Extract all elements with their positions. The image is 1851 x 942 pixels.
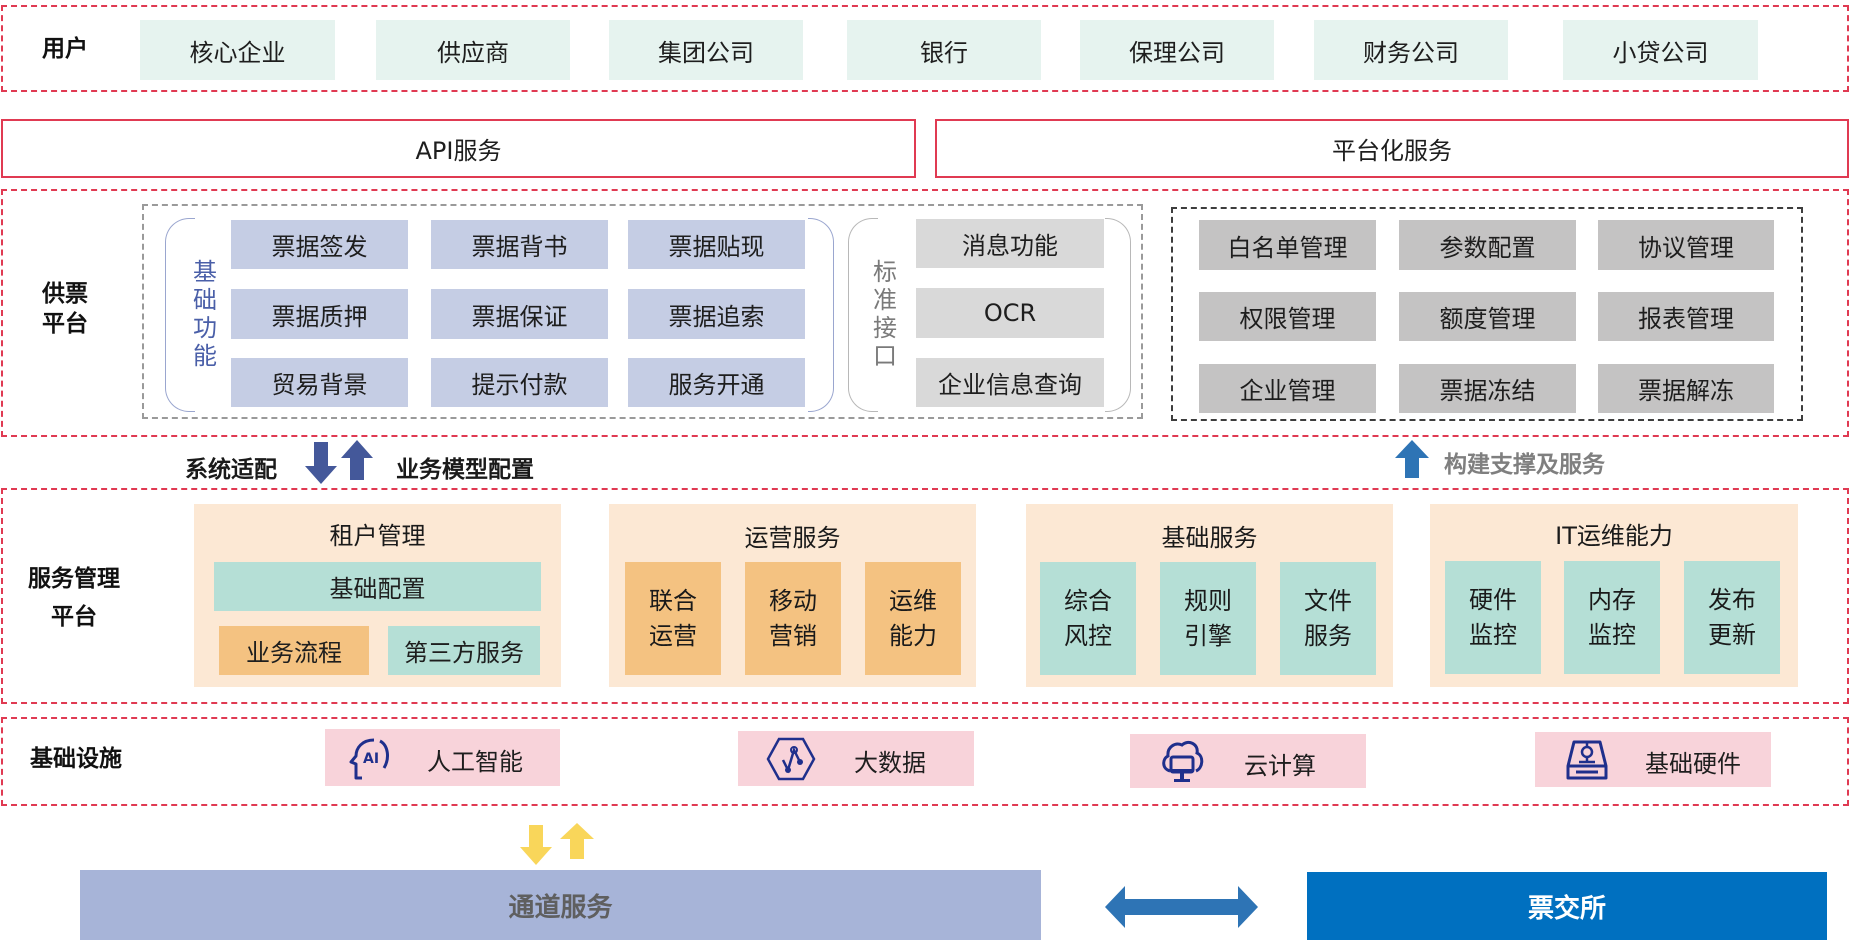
it-ops-item[interactable]: 硬件 监控 — [1445, 561, 1541, 674]
basic-service-item[interactable]: 综合 风控 — [1040, 562, 1136, 675]
management-item[interactable]: 权限管理 — [1199, 292, 1376, 341]
service-management-label-line2: 平台 — [51, 604, 97, 630]
basic-functions-title: 基础功能 — [188, 259, 217, 371]
basic-function-item[interactable]: 票据质押 — [231, 289, 408, 339]
infra-chip-cloud-label: 云计算 — [1244, 752, 1316, 780]
it-ops-item[interactable]: 发布 更新 — [1684, 561, 1780, 674]
basic-function-item[interactable]: 票据签发 — [231, 220, 408, 269]
basic-function-item[interactable]: 服务开通 — [628, 358, 805, 407]
infra-chip-ai[interactable]: AI 人工智能 — [325, 729, 560, 786]
infra-chip-hardware-label: 基础硬件 — [1645, 750, 1741, 778]
infrastructure-layer — [1, 717, 1849, 806]
ticket-platform-layer — [1, 189, 1849, 437]
basic-service-item[interactable]: 文件 服务 — [1280, 562, 1376, 675]
ticket-platform-label: 供票 平台 — [30, 280, 100, 340]
standard-interface-title: 标准接口 — [868, 259, 897, 371]
basic-function-item[interactable]: 提示付款 — [431, 358, 608, 407]
operation-service-item[interactable]: 运维 能力 — [865, 562, 961, 675]
infra-chip-hardware[interactable]: 基础硬件 — [1535, 732, 1771, 787]
build-support-label: 构建支撑及服务 — [1444, 452, 1605, 478]
up-arrow-icon — [341, 440, 373, 480]
svg-text:AI: AI — [363, 751, 379, 767]
management-item[interactable]: 参数配置 — [1399, 220, 1576, 270]
it-ops-title: IT运维能力 — [1555, 521, 1673, 550]
operation-service-title: 运营服务 — [744, 523, 841, 552]
management-item[interactable]: 报表管理 — [1598, 292, 1774, 341]
business-model-label: 业务模型配置 — [396, 457, 534, 483]
system-adapt-label: 系统适配 — [185, 457, 277, 483]
it-ops-item[interactable]: 内存 监控 — [1564, 561, 1660, 674]
operation-service-item[interactable]: 移动 营销 — [745, 562, 841, 675]
yellow-up-arrow-icon — [560, 823, 594, 859]
user-chip-core-enterprise[interactable]: 核心企业 — [140, 20, 335, 80]
management-container — [1171, 207, 1803, 421]
functions-container — [142, 204, 1143, 419]
basic-function-item[interactable]: 票据追索 — [628, 289, 805, 339]
ticket-platform-label-line2: 平台 — [42, 310, 88, 337]
third-party-service-box[interactable]: 第三方服务 — [388, 626, 540, 675]
infra-chip-big-data-label: 大数据 — [854, 749, 926, 777]
infra-chip-cloud[interactable]: 云计算 — [1130, 734, 1366, 788]
platform-service-box[interactable]: 平台化服务 — [935, 119, 1849, 178]
ticket-exchange-box[interactable]: 票交所 — [1307, 872, 1827, 940]
user-chip-finance-company[interactable]: 财务公司 — [1314, 20, 1508, 80]
basic-function-item[interactable]: 票据保证 — [431, 289, 608, 339]
management-item[interactable]: 协议管理 — [1598, 220, 1774, 270]
service-management-layer — [1, 488, 1849, 704]
ticket-platform-label-line1: 供票 — [42, 281, 88, 307]
user-chip-group-company[interactable]: 集团公司 — [609, 20, 803, 80]
user-chip-supplier[interactable]: 供应商 — [376, 20, 570, 80]
cloud-monitor-icon — [1162, 740, 1204, 782]
basic-service-title: 基础服务 — [1161, 523, 1258, 552]
yellow-down-arrow-icon — [520, 825, 552, 865]
service-management-label: 服务管理 平台 — [14, 560, 134, 636]
channel-service-box[interactable]: 通道服务 — [80, 870, 1041, 940]
hexagon-chart-icon — [766, 737, 816, 781]
service-management-label-line1: 服务管理 — [28, 566, 120, 592]
basic-function-item[interactable]: 贸易背景 — [231, 358, 408, 407]
basic-service-item[interactable]: 规则 引擎 — [1160, 562, 1256, 675]
basic-function-item[interactable]: 票据贴现 — [628, 220, 805, 269]
management-item[interactable]: 额度管理 — [1399, 292, 1576, 341]
basic-functions-bracket-right — [808, 218, 834, 412]
standard-interface-bracket-right — [1105, 218, 1131, 412]
business-process-box[interactable]: 业务流程 — [219, 626, 369, 675]
user-chip-bank[interactable]: 银行 — [847, 20, 1041, 80]
operation-service-item[interactable]: 联合 运营 — [625, 562, 721, 675]
users-layer-label: 用户 — [42, 36, 88, 63]
infra-chip-big-data[interactable]: 大数据 — [738, 731, 974, 786]
api-service-box[interactable]: API服务 — [1, 119, 916, 178]
down-arrow-icon — [305, 442, 337, 484]
hardware-drive-icon — [1566, 740, 1608, 780]
standard-interface-item[interactable]: 企业信息查询 — [916, 358, 1104, 407]
infrastructure-label: 基础设施 — [30, 746, 122, 773]
user-chip-microloan[interactable]: 小贷公司 — [1563, 20, 1758, 80]
ai-head-icon: AI — [349, 738, 389, 780]
management-item[interactable]: 票据解冻 — [1598, 364, 1774, 413]
tenant-management-title: 租户管理 — [329, 521, 426, 550]
infra-chip-ai-label: 人工智能 — [427, 748, 523, 776]
management-item[interactable]: 票据冻结 — [1399, 364, 1576, 413]
build-support-arrow-icon — [1395, 440, 1429, 478]
user-chip-factoring[interactable]: 保理公司 — [1080, 20, 1274, 80]
management-item[interactable]: 企业管理 — [1199, 364, 1376, 413]
management-item[interactable]: 白名单管理 — [1199, 220, 1376, 270]
standard-interface-item[interactable]: OCR — [916, 288, 1104, 338]
basic-config-box[interactable]: 基础配置 — [214, 562, 541, 611]
standard-interface-item[interactable]: 消息功能 — [916, 219, 1104, 268]
users-layer — [1, 5, 1849, 92]
basic-function-item[interactable]: 票据背书 — [431, 220, 608, 269]
bidirectional-arrow-icon — [1105, 886, 1258, 928]
